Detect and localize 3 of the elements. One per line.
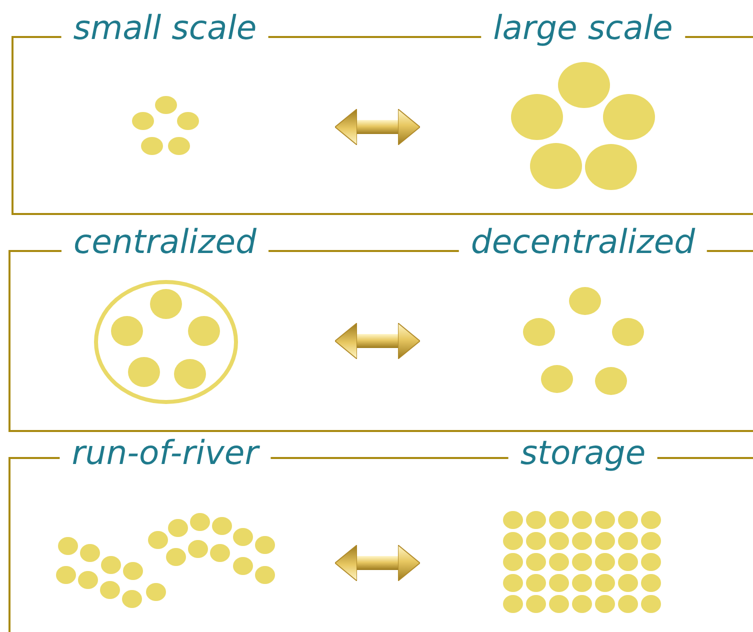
double-arrow [334,544,420,582]
double-arrow [334,322,420,360]
double-arrow [334,108,420,146]
